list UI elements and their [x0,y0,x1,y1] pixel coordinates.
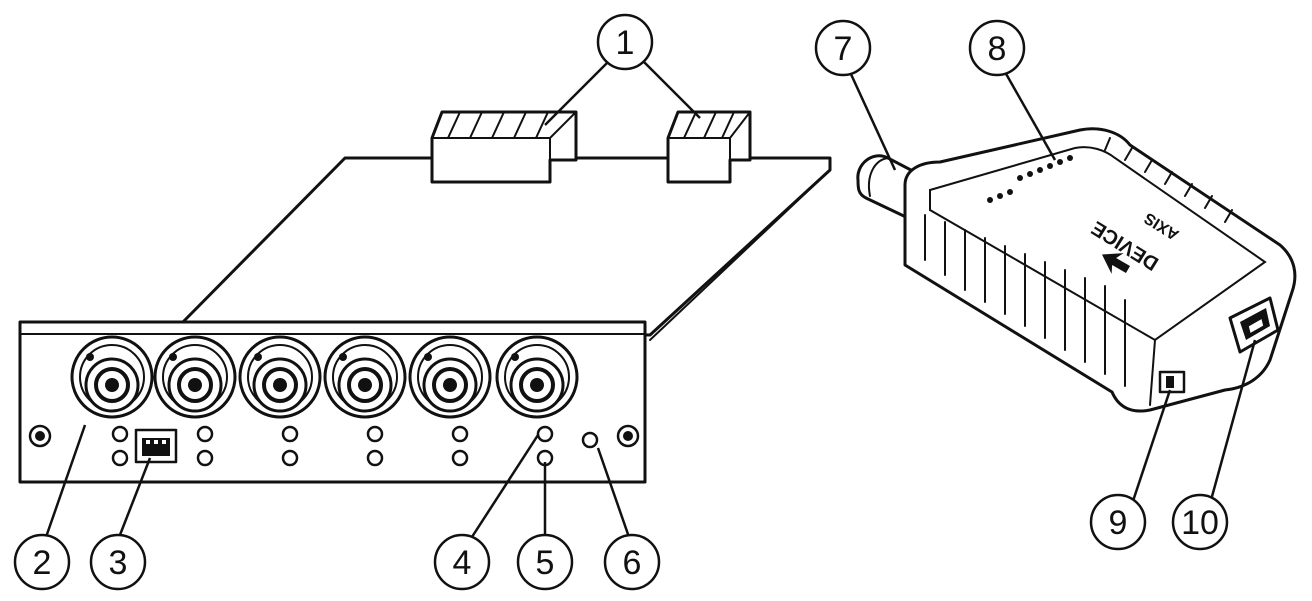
callout-label: 8 [988,30,1007,68]
callout-5: 5 [516,533,574,591]
body-fins [924,137,1233,387]
led-hole [281,449,299,467]
led-hole [451,449,469,467]
leader-lines [43,59,1257,541]
callout-3: 3 [89,533,147,591]
callout-2: 2 [13,533,71,591]
bnc-connector [238,335,322,419]
callout-1: 1 [596,13,654,71]
callout-label: 2 [33,544,52,582]
led-hole [196,449,214,467]
dongle-body [903,127,1297,413]
bnc-connector [70,335,154,419]
callout-label: 9 [1109,504,1128,542]
callout-label: 1 [616,24,635,62]
led-hole [196,425,214,443]
bnc-connector [495,335,579,419]
led-hole [536,425,554,443]
callout-label: 4 [453,544,472,582]
led-hole [366,449,384,467]
callout-8: 8 [968,19,1026,77]
rs485-connector [134,428,178,464]
encoder-blade [18,110,832,484]
bnc-connector [408,335,492,419]
callout-7: 7 [814,19,872,77]
circuit-board [178,156,832,337]
led-hole [111,425,129,443]
panel-screw-right [616,424,640,448]
callout-10: 10 [1171,493,1229,551]
callout-label: 10 [1181,504,1219,542]
callout-4: 4 [433,533,491,591]
dongle-leds [987,155,1073,203]
status-leds [111,425,599,467]
board-connector-small [666,110,752,184]
callout-label: 6 [623,544,642,582]
led-hole [581,431,599,449]
led-hole [281,425,299,443]
callout-label: 5 [536,544,555,582]
rj45-port [1228,296,1280,354]
led-hole [366,425,384,443]
callout-label: 3 [109,544,128,582]
led-hole [111,449,129,467]
led-hole [451,425,469,443]
bnc-connector [323,335,407,419]
bnc-connectors [70,335,579,419]
callouts: 1 2 3 4 5 6 7 8 9 10 [13,13,1229,591]
callout-label: 7 [834,30,853,68]
callout-6: 6 [603,533,661,591]
dip-switch [1158,370,1186,394]
callout-9: 9 [1089,493,1147,551]
bnc-connector [153,335,237,419]
panel-screw-left [28,424,52,448]
board-connector-large [430,110,578,184]
network-dongle: AXIS DEVICE [856,127,1297,413]
direction-arrow-icon [1102,253,1130,274]
